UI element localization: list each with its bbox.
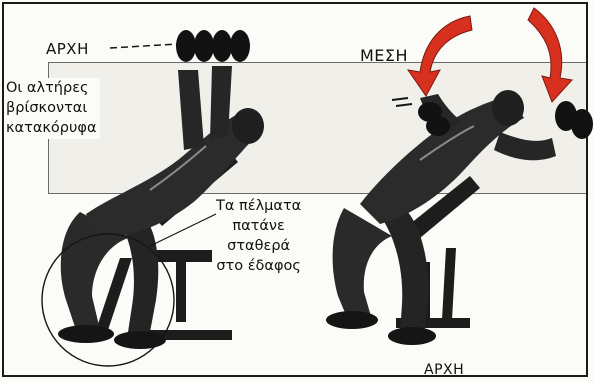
label-start-top: ΑΡΧΗ: [46, 40, 89, 58]
caption-line: σταθερά: [216, 236, 301, 256]
arrow-left-red: [408, 16, 472, 96]
athlete-middle-position: [326, 90, 593, 345]
caption-line: Οι αλτήρες: [6, 78, 97, 98]
caption-feet-on-floor: Τα πέλματα πατάνε σταθερά στο έδαφος: [216, 196, 301, 276]
label-leader-line: [110, 44, 178, 48]
caption-line: βρίσκονται: [6, 98, 97, 118]
arrow-right-red: [528, 8, 572, 102]
caption-line: πατάνε: [216, 216, 301, 236]
caption-line: κατακόρυφα: [6, 118, 97, 138]
dumbbells-start: [176, 30, 250, 62]
caption-dumbbells-vertical: Οι αλτήρες βρίσκονται κατακόρυφα: [6, 78, 100, 139]
caption-line: Τα πέλματα: [216, 196, 301, 216]
caption-line: στο έδαφος: [216, 256, 301, 276]
label-start-bottom: ΑΡΧΗ: [424, 362, 464, 378]
motion-arrows: [408, 8, 572, 102]
label-middle: ΜΕΣΗ: [360, 46, 408, 65]
